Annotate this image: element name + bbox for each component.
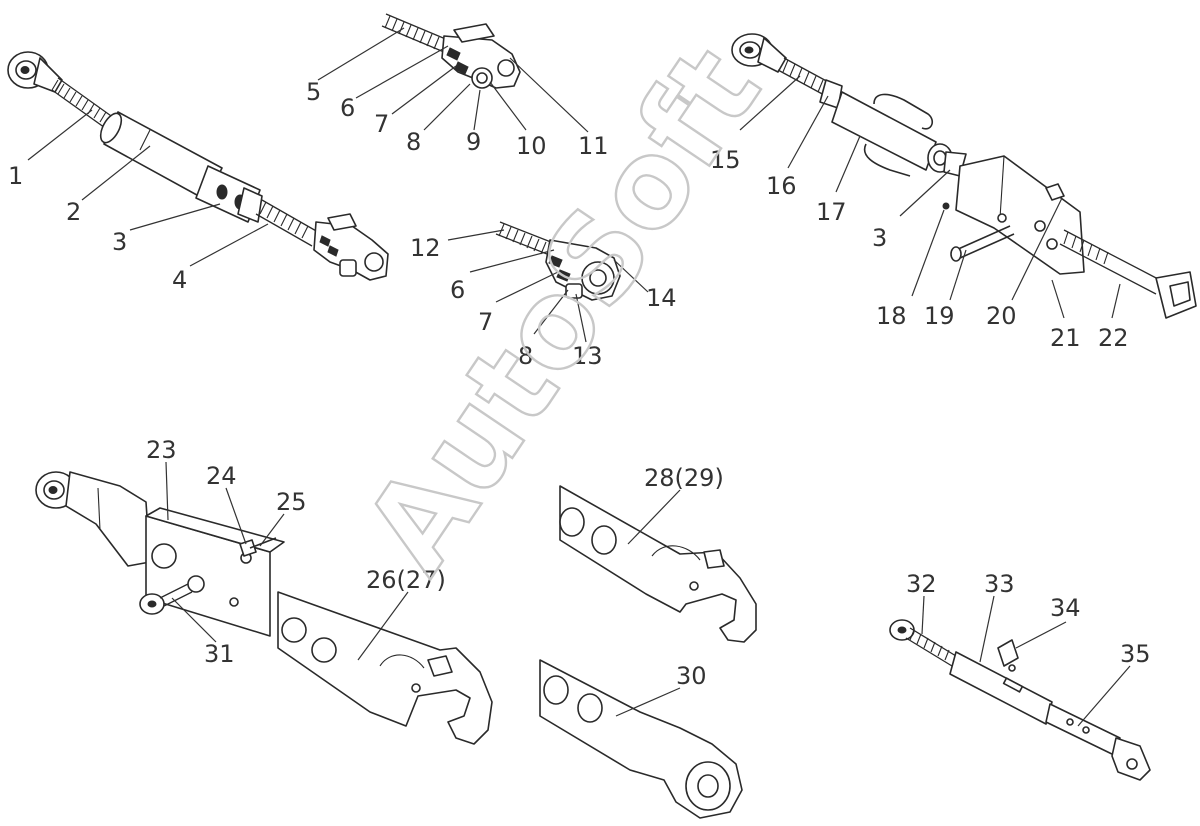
callout-32: 32 [906,570,937,598]
callout-4: 4 [172,266,187,294]
callout-23: 23 [146,436,177,464]
arm-30 [539,659,743,819]
callout-28-29: 28(29) [644,464,724,492]
callout-30: 30 [676,662,707,690]
callout-20: 20 [986,302,1017,330]
rod-end-assembly-upper [381,13,521,89]
callout-24: 24 [206,462,237,490]
callout-2: 2 [66,198,81,226]
callout-26-27: 26(27) [366,566,446,594]
callout-labels: 1 2 3 4 5 6 7 8 9 10 11 12 6 7 8 13 14 1… [8,78,1151,690]
callout-10: 10 [516,132,547,160]
top-link-assembly [7,51,389,281]
callout-3b: 3 [872,224,887,252]
callout-25: 25 [276,488,307,516]
callout-35: 35 [1120,640,1151,668]
callout-19: 19 [924,302,955,330]
callout-22: 22 [1098,324,1129,352]
callout-8: 8 [406,128,421,156]
callout-13: 13 [572,342,603,370]
callout-16: 16 [766,172,797,200]
callout-8b: 8 [518,342,533,370]
callout-9: 9 [466,128,481,156]
callout-31: 31 [204,640,235,668]
callout-7: 7 [374,110,389,138]
callout-1: 1 [8,162,23,190]
callout-6b: 6 [450,276,465,304]
top-link-assembly-right [731,33,1197,319]
callout-5: 5 [306,78,321,106]
callout-14: 14 [646,284,677,312]
callout-18: 18 [876,302,907,330]
callout-12: 12 [410,234,441,262]
callout-11: 11 [578,132,609,160]
callout-7b: 7 [478,308,493,336]
callout-15: 15 [710,146,741,174]
lower-link-assembly [35,471,493,745]
leader-lines [27,27,1131,727]
callout-33: 33 [984,570,1015,598]
callout-34: 34 [1050,594,1081,622]
callout-21: 21 [1050,324,1081,352]
arm-28-29 [559,485,757,643]
stabilizer-assembly [889,619,1151,781]
callout-6: 6 [340,94,355,122]
callout-17: 17 [816,198,847,226]
callout-3: 3 [112,228,127,256]
rod-end-assembly-lower [495,221,621,301]
